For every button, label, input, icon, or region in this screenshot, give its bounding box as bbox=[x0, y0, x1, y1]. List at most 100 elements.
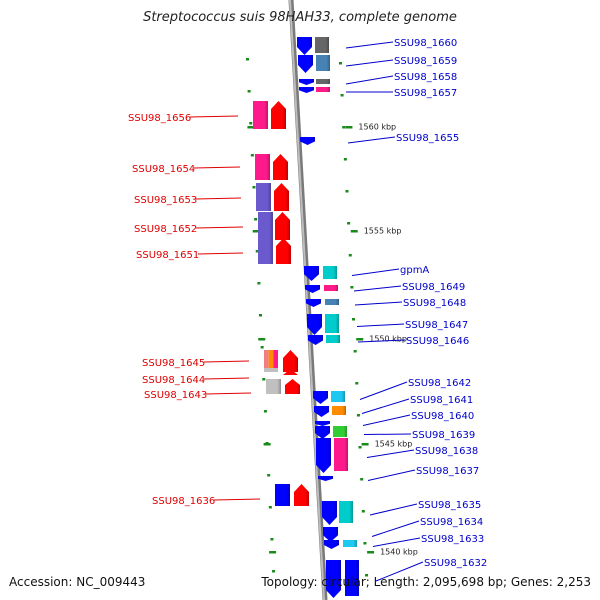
reverse-arrow bbox=[305, 285, 320, 293]
gene-label-reverse: SSU98_1638 bbox=[415, 446, 478, 457]
reverse-gene bbox=[298, 55, 330, 73]
gene-label-reverse: SSU98_1647 bbox=[405, 320, 468, 331]
reverse-gene bbox=[315, 421, 330, 426]
gene-label-reverse: SSU98_1640 bbox=[411, 411, 474, 422]
reverse-gene bbox=[306, 299, 339, 307]
label-leader-line bbox=[205, 392, 252, 395]
minor-tick bbox=[263, 410, 267, 413]
cog-box bbox=[253, 101, 268, 129]
forward-arrow bbox=[283, 350, 298, 372]
label-leader-line bbox=[375, 561, 424, 582]
forward-arrow bbox=[273, 154, 288, 180]
label-leader-line bbox=[362, 414, 411, 426]
forward-gene bbox=[264, 350, 298, 372]
cog-box bbox=[258, 238, 273, 264]
gene-label-reverse: SSU98_1641 bbox=[410, 395, 473, 406]
major-tick-left bbox=[247, 126, 255, 129]
cog-box bbox=[333, 426, 347, 437]
minor-tick bbox=[355, 382, 359, 385]
minor-tick bbox=[262, 378, 266, 381]
label-leader-line bbox=[359, 381, 408, 400]
cog-box bbox=[324, 285, 338, 291]
gene-label-reverse: SSU98_1637 bbox=[416, 466, 479, 477]
minor-tick bbox=[365, 574, 369, 577]
scale-tick-label: 1545 kbp bbox=[375, 440, 413, 449]
label-leader-line bbox=[366, 449, 415, 458]
gene-label-forward: SSU98_1654 bbox=[132, 164, 195, 175]
label-leader-line bbox=[354, 301, 403, 306]
reverse-arrow bbox=[326, 560, 341, 598]
reverse-arrow bbox=[307, 314, 322, 335]
minor-tick bbox=[348, 254, 352, 257]
minor-tick bbox=[356, 414, 360, 417]
label-leader-line bbox=[197, 252, 244, 255]
minor-tick bbox=[361, 510, 365, 513]
reverse-gene bbox=[315, 426, 347, 439]
minor-tick bbox=[255, 250, 259, 253]
label-leader-line bbox=[213, 498, 261, 501]
minor-tick bbox=[252, 186, 256, 189]
minor-tick bbox=[272, 570, 276, 573]
cog-box bbox=[325, 314, 339, 333]
cog-box bbox=[339, 501, 353, 523]
gene-label-forward: SSU98_1645 bbox=[142, 358, 205, 369]
gene-label-forward: SSU98_1653 bbox=[134, 195, 197, 206]
cog-box bbox=[345, 560, 359, 596]
reverse-gene bbox=[304, 266, 337, 281]
minor-tick bbox=[363, 542, 367, 545]
label-leader-line bbox=[195, 197, 242, 200]
reverse-gene bbox=[299, 79, 330, 85]
forward-arrow bbox=[275, 212, 290, 240]
cog-box bbox=[325, 299, 339, 305]
minor-tick bbox=[360, 478, 364, 481]
minor-tick bbox=[345, 190, 349, 193]
major-tick-right bbox=[361, 443, 369, 446]
reverse-gene bbox=[314, 406, 346, 417]
label-leader-line bbox=[345, 75, 394, 85]
reverse-gene bbox=[305, 285, 338, 293]
minor-tick bbox=[358, 446, 362, 449]
minor-tick bbox=[245, 58, 249, 61]
gene-label-reverse: SSU98_1660 bbox=[394, 38, 457, 49]
label-leader-line bbox=[345, 59, 394, 67]
cog-box bbox=[316, 87, 330, 92]
minor-tick bbox=[250, 154, 254, 157]
reverse-arrow bbox=[315, 421, 330, 426]
accession-text: Accession: NC_009443 bbox=[9, 575, 146, 589]
scale-tick-label: 1560 kbp bbox=[358, 123, 396, 132]
forward-gene bbox=[253, 101, 286, 129]
map-title: Streptococcus suis 98HAH33, complete gen… bbox=[143, 10, 457, 25]
forward-arrow bbox=[283, 369, 298, 375]
gene-label-reverse: SSU98_1657 bbox=[394, 88, 457, 99]
label-leader-line bbox=[356, 323, 405, 327]
reverse-arrow bbox=[314, 406, 329, 417]
forward-gene bbox=[256, 183, 289, 211]
label-leader-line bbox=[372, 537, 421, 547]
minor-tick bbox=[249, 122, 253, 125]
cog-box bbox=[256, 183, 271, 211]
minor-tick bbox=[270, 538, 274, 541]
reverse-arrow bbox=[300, 137, 315, 145]
scale-tick-label: 1540 kbp bbox=[380, 548, 418, 557]
label-leader-line bbox=[203, 377, 250, 380]
reverse-arrow bbox=[316, 438, 331, 473]
label-leader-line bbox=[189, 115, 239, 118]
cog-box bbox=[315, 37, 329, 53]
gene-label-forward: SSU98_1656 bbox=[128, 113, 191, 124]
reverse-gene bbox=[322, 501, 353, 525]
forward-gene bbox=[266, 379, 300, 394]
reverse-arrow bbox=[299, 79, 314, 85]
forward-arrow bbox=[274, 183, 289, 211]
minor-tick bbox=[342, 126, 346, 129]
forward-arrow bbox=[271, 101, 286, 129]
cog-box bbox=[316, 79, 330, 84]
minor-tick bbox=[257, 282, 261, 285]
gene-label-reverse: SSU98_1639 bbox=[412, 430, 475, 441]
gene-label-reverse: SSU98_1658 bbox=[394, 72, 457, 83]
major-tick-left bbox=[258, 338, 266, 341]
reverse-gene bbox=[299, 87, 330, 93]
minor-tick bbox=[267, 474, 271, 477]
minor-tick bbox=[340, 94, 344, 97]
cog-box bbox=[255, 154, 270, 180]
label-leader-line bbox=[193, 166, 241, 169]
